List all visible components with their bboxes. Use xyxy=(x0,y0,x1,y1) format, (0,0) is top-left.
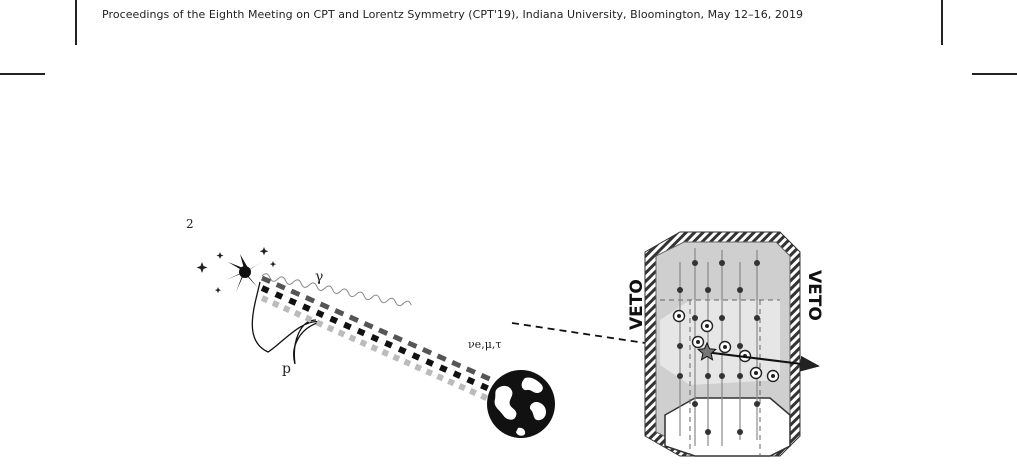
interaction-vertex-star-icon xyxy=(697,341,717,361)
sparkle-stars xyxy=(196,247,277,294)
gamma-label: γ xyxy=(315,269,323,285)
crop-mark-left xyxy=(0,73,45,75)
outgoing-muon-track xyxy=(704,351,820,372)
veto-label-left: VETO xyxy=(627,279,647,330)
header-rule-left xyxy=(75,0,77,45)
neutrino-label: νe,μ,τ xyxy=(468,338,501,351)
astrophysical-source-icon xyxy=(226,254,262,292)
proton-trajectory xyxy=(251,281,323,365)
header-rule-right xyxy=(941,0,943,45)
earth-globe-icon xyxy=(487,370,555,438)
neutrino-beam xyxy=(260,275,512,407)
detector-bottom-cavity xyxy=(664,397,791,457)
optical-sensors xyxy=(677,260,760,435)
page-number: 2 xyxy=(186,217,194,231)
veto-label-right: VETO xyxy=(804,270,824,321)
detector-guide-lines xyxy=(660,299,780,456)
running-header: Proceedings of the Eighth Meeting on CPT… xyxy=(102,8,804,21)
gamma-ray-wave xyxy=(261,273,412,307)
crop-mark-right xyxy=(972,73,1017,75)
proton-label: p xyxy=(282,361,291,377)
